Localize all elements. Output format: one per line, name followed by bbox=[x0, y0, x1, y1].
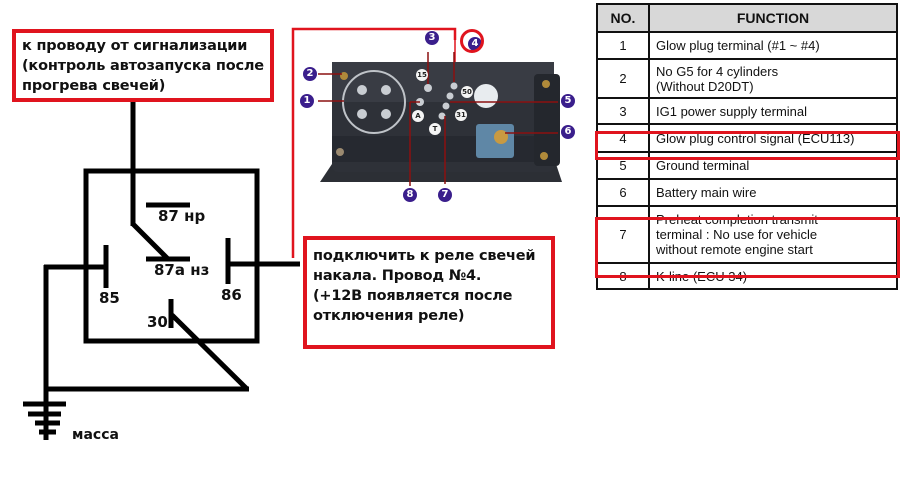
terminal-function: Glow plug terminal (#1 ~ #4) bbox=[648, 31, 898, 60]
terminal-number: 4 bbox=[596, 123, 650, 153]
callout-8: 8 bbox=[403, 188, 417, 202]
terminal-number: 6 bbox=[596, 178, 650, 207]
alarm-wire-note: к проводу от сигнализации (контроль авто… bbox=[12, 29, 274, 102]
wire-30-diagonal bbox=[170, 313, 249, 391]
glow-relay-note: подключить к реле свечей накала. Провод … bbox=[303, 236, 555, 349]
pin-mark-a: A bbox=[412, 110, 424, 122]
pin-30-label: 30 bbox=[147, 313, 168, 331]
callout-2: 2 bbox=[303, 67, 317, 81]
pin-87a-label: 87а нз bbox=[154, 261, 210, 279]
callout-3: 3 bbox=[425, 31, 439, 45]
terminal-function: K-line (ECU 34) bbox=[648, 262, 898, 290]
pin-mark-50: 50 bbox=[461, 86, 473, 98]
terminal-number: 3 bbox=[596, 97, 650, 125]
pin-85-label: 85 bbox=[99, 289, 120, 307]
glow-relay-photo: 15 A 50 31 T bbox=[318, 52, 566, 192]
pin-87-label: 87 нр bbox=[158, 207, 206, 225]
relay-body bbox=[83, 168, 260, 344]
terminal-function: Ground terminal bbox=[648, 151, 898, 180]
table-header-row: NO. FUNCTION bbox=[596, 3, 898, 33]
ground-icon bbox=[23, 401, 66, 435]
callout-5: 5 bbox=[561, 94, 575, 108]
terminal-function: IG1 power supply terminal bbox=[648, 97, 898, 125]
column-header-no: NO. bbox=[596, 3, 650, 33]
terminal-function: Glow plug control signal (ECU113) bbox=[648, 123, 898, 153]
terminal-number: 7 bbox=[596, 205, 650, 264]
column-header-function: FUNCTION bbox=[648, 3, 898, 33]
pin-mark-t: T bbox=[429, 123, 441, 135]
callout-1: 1 bbox=[300, 94, 314, 108]
pin-86-label: 86 bbox=[221, 286, 242, 304]
callout-6: 6 bbox=[561, 125, 575, 139]
terminal-number: 1 bbox=[596, 31, 650, 60]
terminal-function: No G5 for 4 cylinders (Without D20DT) bbox=[648, 58, 898, 99]
callout-4-highlight-ring bbox=[460, 29, 484, 53]
pin-mark-31: 31 bbox=[455, 109, 467, 121]
ground-label: масса bbox=[72, 427, 119, 443]
callout-7: 7 bbox=[438, 188, 452, 202]
pin-mark-15: 15 bbox=[416, 69, 428, 81]
terminal-function: Battery main wire bbox=[648, 178, 898, 207]
terminal-number: 5 bbox=[596, 151, 650, 180]
relay-switch-arm bbox=[131, 222, 170, 261]
terminal-number: 2 bbox=[596, 58, 650, 99]
terminal-number: 8 bbox=[596, 262, 650, 290]
terminal-function: Preheat completion transmit terminal : N… bbox=[648, 205, 898, 264]
